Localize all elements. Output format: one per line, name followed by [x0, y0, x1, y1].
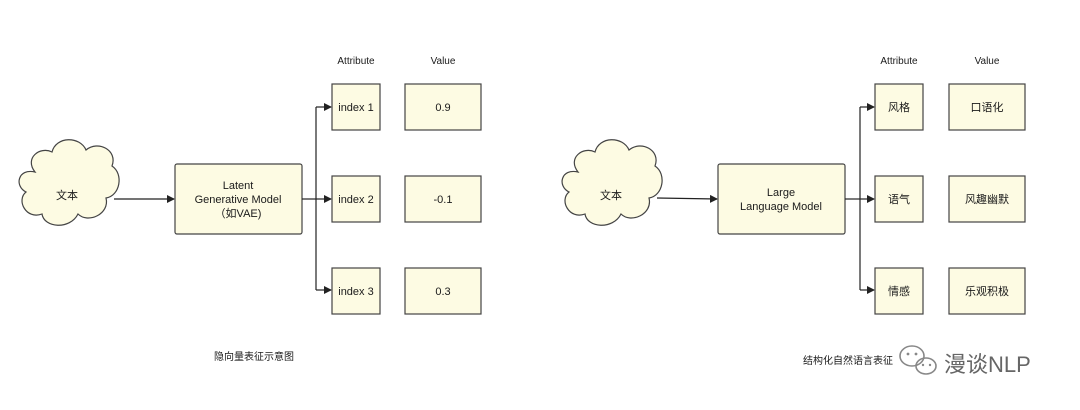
left-model-line-2: Generative Model: [195, 194, 282, 206]
right-cloud-to-model-arrow: [656, 194, 718, 203]
right-value-box-1: [948, 83, 1026, 131]
left-value-box-3: [404, 267, 482, 315]
right-attribute-box-2: [874, 175, 924, 223]
right-model-line-1: Large: [767, 187, 795, 199]
left-cloud-shape: [18, 139, 120, 226]
right-attribute-label-1: 风格: [888, 100, 910, 114]
right-value-header: Value: [975, 56, 1000, 67]
watermark: 漫谈NLP: [899, 345, 1031, 377]
left-attribute-label-1: index 1: [338, 102, 373, 114]
right-value-label-3: 乐观积极: [965, 284, 1009, 298]
left-attribute-label-2: index 2: [338, 194, 373, 206]
right-cloud-shape: [561, 139, 663, 226]
right-value-box-3: [948, 267, 1026, 315]
left-value-label-2: -0.1: [434, 194, 453, 206]
wechat-icon: [899, 345, 937, 375]
left-value-box-2: [404, 175, 482, 223]
left-caption: 隐向量表征示意图: [214, 350, 294, 363]
right-attribute-box-3: [874, 267, 924, 315]
left-attribute-header: Attribute: [337, 56, 375, 67]
right-value-label-1: 口语化: [971, 100, 1004, 114]
left-value-label-3: 0.3: [435, 286, 450, 298]
right-model-line-2: Language Model: [740, 201, 822, 213]
left-value-label-1: 0.9: [435, 102, 450, 114]
left-model-line-3: （如VAE): [215, 206, 262, 220]
right-attribute-label-2: 语气: [888, 192, 910, 206]
left-value-box-1: [404, 83, 482, 131]
left-attribute-box-2: [331, 175, 381, 223]
right-caption: 结构化自然语言表征: [803, 354, 893, 367]
right-attribute-label-3: 情感: [888, 285, 910, 298]
right-attribute-header: Attribute: [880, 56, 918, 67]
right-cloud-label: 文本: [600, 188, 622, 202]
left-attribute-box-1: [331, 83, 381, 131]
left-attribute-box-3: [331, 267, 381, 315]
left-cloud-label: 文本: [56, 188, 78, 202]
right-value-box-2: [948, 175, 1026, 223]
watermark-text: 漫谈NLP: [944, 352, 1031, 377]
left-model-line-1: Latent: [223, 180, 254, 192]
left-diagram: 文本 Latent Generative Model （如VAE) Attrib…: [18, 56, 482, 363]
right-diagram: 文本 Large Language Model Attribute Value …: [561, 56, 1026, 367]
left-attribute-label-3: index 3: [338, 286, 373, 298]
right-model-box: [717, 163, 846, 235]
left-value-header: Value: [431, 56, 456, 67]
right-value-label-2: 风趣幽默: [965, 192, 1009, 206]
right-attribute-box-1: [874, 83, 924, 131]
